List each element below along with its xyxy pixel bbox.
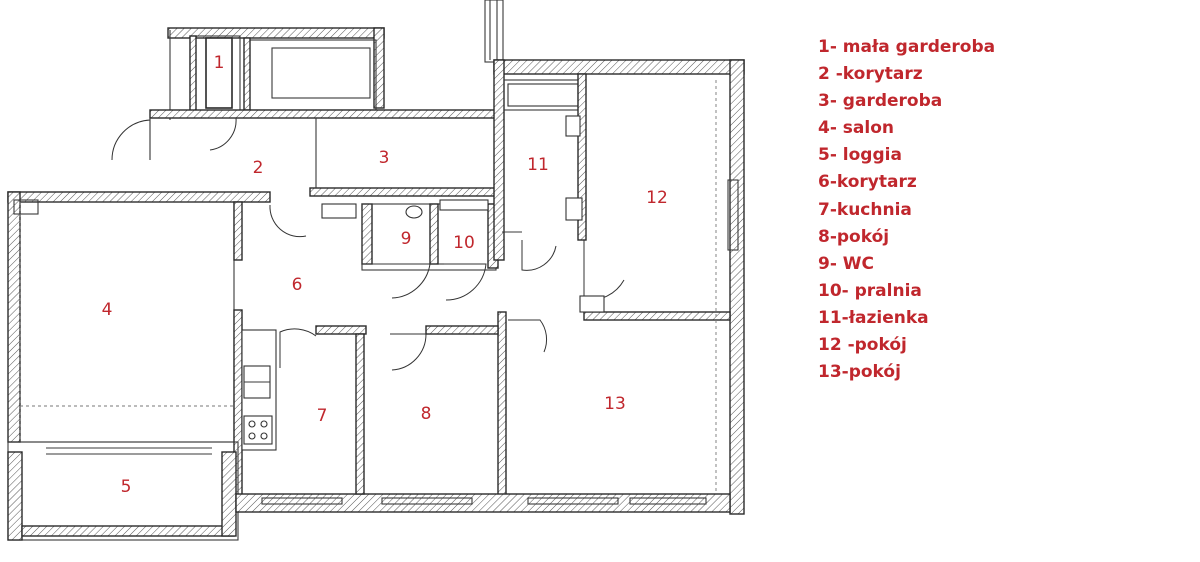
legend-item: 11-łazienka xyxy=(818,307,929,328)
room-label-7: 7 xyxy=(317,406,328,426)
legend-item: 2 -korytarz xyxy=(818,64,923,85)
floor-plan: 1 2 3 4 5 6 7 8 9 10 11 12 13 xyxy=(7,0,745,541)
room-legend: 1- mała garderoba 2 -korytarz 3- gardero… xyxy=(818,34,995,386)
room-label-6: 6 xyxy=(292,275,303,295)
legend-item: 10- pralnia xyxy=(818,280,922,301)
wc-laundry-walls xyxy=(321,199,499,301)
room-label-5: 5 xyxy=(121,477,132,497)
salon-walls xyxy=(7,191,271,511)
room-label-1: 1 xyxy=(214,53,225,73)
legend-item: 13-pokój xyxy=(818,362,901,383)
room-label-4: 4 xyxy=(102,300,113,320)
loggia-walls xyxy=(7,441,239,541)
legend-item: 9- WC xyxy=(818,253,875,274)
room-label-2: 2 xyxy=(253,158,264,178)
legend-item: 5- loggia xyxy=(818,145,902,166)
room-label-12: 12 xyxy=(646,188,668,208)
room-label-10: 10 xyxy=(453,233,475,253)
legend-item: 12 -pokój xyxy=(818,335,907,356)
room-labels: 1 2 3 4 5 6 7 8 9 10 11 12 13 xyxy=(102,53,668,497)
legend-item: 7-kuchnia xyxy=(818,199,912,220)
legend-item: 8-pokój xyxy=(818,226,890,247)
room-label-3: 3 xyxy=(379,148,390,168)
bathroom-walls xyxy=(493,59,745,301)
bedroom-walls xyxy=(235,59,745,515)
legend-item: 3- garderoba xyxy=(818,91,943,112)
room-label-8: 8 xyxy=(421,404,432,424)
wardrobe-block xyxy=(167,27,385,120)
room-label-13: 13 xyxy=(604,394,626,414)
legend-item: 6-korytarz xyxy=(818,172,917,193)
room-label-9: 9 xyxy=(401,229,412,249)
room-label-11: 11 xyxy=(527,155,549,175)
legend-item: 4- salon xyxy=(818,118,895,139)
corridor-walls xyxy=(111,109,501,238)
top-window-frame xyxy=(484,0,504,63)
kitchen-walls xyxy=(241,325,499,495)
legend-item: 1- mała garderoba xyxy=(818,37,996,57)
